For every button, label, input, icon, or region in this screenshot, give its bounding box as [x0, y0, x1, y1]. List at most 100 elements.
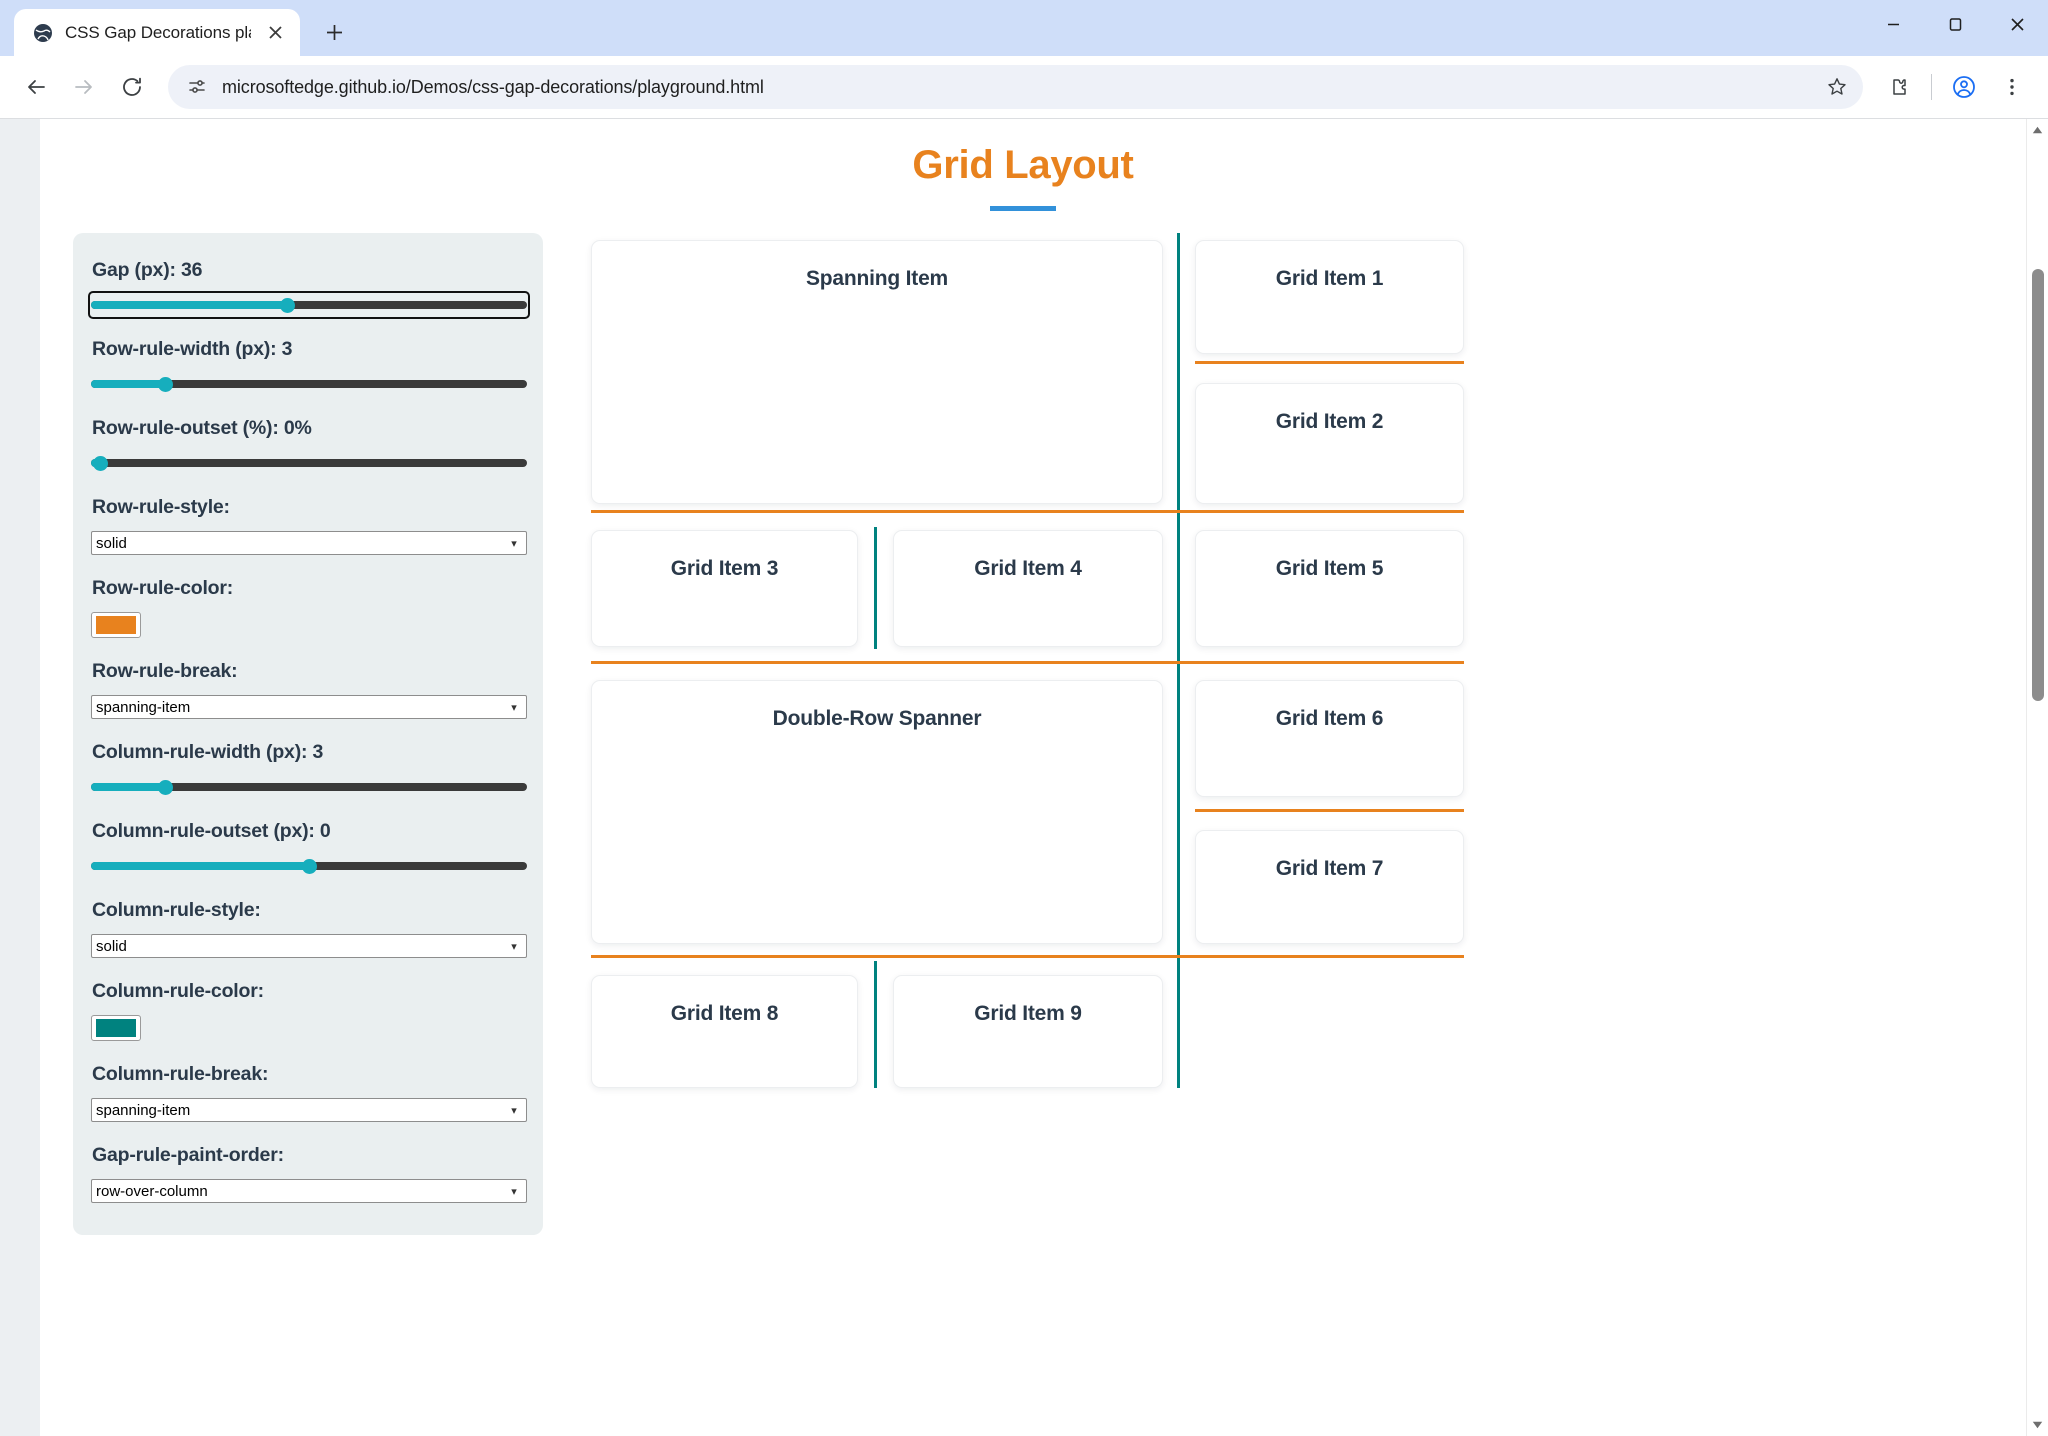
page-content: Gap (px): 36 Row-rule-width (px): 3	[40, 233, 2006, 1235]
column-rule-width-label: Column-rule-width (px): 3	[92, 741, 324, 763]
grid-item-5[interactable]: Grid Item 5	[1195, 530, 1464, 647]
close-icon[interactable]	[262, 20, 288, 46]
control-column-rule-break: Column-rule-break: spanning-item ▾	[91, 1063, 527, 1122]
select-value: solid	[96, 534, 127, 552]
gap-label: Gap (px): 36	[92, 259, 203, 281]
grid-demo: Spanning Item Grid Item 1 Grid Item 2 Gr…	[591, 233, 1481, 1088]
row-rule-style-select[interactable]: solid ▾	[91, 531, 527, 555]
control-column-rule-style: Column-rule-style: solid ▾	[91, 899, 527, 958]
gap-slider[interactable]	[88, 291, 530, 319]
star-icon[interactable]	[1819, 69, 1855, 105]
grid-item-8[interactable]: Grid Item 8	[591, 975, 858, 1088]
window-controls	[1862, 0, 2048, 56]
grid-item-6[interactable]: Grid Item 6	[1195, 680, 1464, 797]
control-gap-rule-paint-order: Gap-rule-paint-order: row-over-column ▾	[91, 1144, 527, 1203]
color-preview	[96, 1019, 136, 1037]
column-rule-outset-slider[interactable]	[91, 855, 527, 877]
forward-arrow-icon[interactable]	[62, 65, 106, 109]
chevron-down-icon: ▾	[511, 940, 517, 953]
slider-track	[91, 380, 527, 388]
minimize-icon[interactable]	[1862, 0, 1924, 48]
row-rule-full-1	[591, 510, 1464, 513]
grid-item-label: Grid Item 9	[974, 1002, 1082, 1025]
control-gap: Gap (px): 36	[88, 259, 530, 319]
select-value: spanning-item	[96, 1101, 191, 1119]
globe-icon	[32, 22, 54, 44]
reload-icon[interactable]	[110, 65, 154, 109]
chevron-down-icon: ▾	[511, 537, 517, 550]
column-rule-break-label: Column-rule-break:	[92, 1063, 269, 1085]
site-settings-icon[interactable]	[184, 74, 210, 100]
grid-item-7[interactable]: Grid Item 7	[1195, 830, 1464, 944]
grid-item-1[interactable]: Grid Item 1	[1195, 240, 1464, 354]
extensions-puzzle-icon[interactable]	[1877, 65, 1921, 109]
slider-fill	[91, 380, 166, 388]
chevron-down-icon: ▾	[511, 1185, 517, 1198]
scrollbar-track[interactable]	[2027, 141, 2048, 1414]
row-rule-width-slider[interactable]	[91, 373, 527, 395]
grid-item-label: Double-Row Spanner	[772, 707, 982, 730]
tab-strip: CSS Gap Decorations playgroun	[0, 0, 2048, 56]
row-rule-color-label: Row-rule-color:	[92, 577, 234, 599]
color-preview	[96, 616, 136, 634]
slider-thumb[interactable]	[302, 859, 317, 874]
control-row-rule-style: Row-rule-style: solid ▾	[91, 496, 527, 555]
web-page: Grid Layout Gap (px): 36 Row-rule-wi	[40, 119, 2006, 1436]
slider-thumb[interactable]	[158, 780, 174, 795]
grid-item-label: Grid Item 8	[670, 1002, 779, 1025]
back-arrow-icon[interactable]	[14, 65, 58, 109]
browser-toolbar: microsoftedge.github.io/Demos/css-gap-de…	[0, 56, 2048, 118]
grid-item-spanning[interactable]: Spanning Item	[591, 240, 1163, 504]
page-left-gutter	[0, 119, 40, 1436]
chevron-down-icon: ▾	[511, 701, 517, 714]
slider-thumb[interactable]	[92, 456, 108, 471]
grid-item-3[interactable]: Grid Item 3	[591, 530, 858, 647]
row-rule-break-label: Row-rule-break:	[92, 660, 238, 682]
row-rule-color-swatch[interactable]	[91, 612, 141, 638]
grid-item-label: Grid Item 3	[670, 557, 779, 580]
new-tab-button[interactable]	[314, 12, 354, 52]
control-column-rule-color: Column-rule-color:	[91, 980, 513, 1041]
grid-item-label: Grid Item 4	[974, 557, 1082, 580]
toolbar-divider	[1931, 74, 1932, 100]
row-rule-full-3	[591, 955, 1464, 958]
column-rule-color-swatch[interactable]	[91, 1015, 141, 1041]
kebab-menu-icon[interactable]	[1990, 65, 2034, 109]
grid-item-double-row-spanner[interactable]: Double-Row Spanner	[591, 680, 1163, 944]
gap-rule-paint-order-select[interactable]: row-over-column ▾	[91, 1179, 527, 1203]
row-rule-full-2	[591, 661, 1464, 664]
grid-item-label: Grid Item 6	[1275, 707, 1384, 730]
vertical-scrollbar[interactable]	[2026, 119, 2048, 1436]
control-row-rule-outset: Row-rule-outset (%): 0%	[91, 417, 527, 474]
profile-avatar-icon[interactable]	[1942, 65, 1986, 109]
window-close-icon[interactable]	[1986, 0, 2048, 48]
slider-thumb[interactable]	[280, 298, 296, 313]
column-rule-row2	[874, 527, 877, 649]
row-rule-right-2	[1195, 809, 1464, 812]
control-column-rule-outset: Column-rule-outset (px): 0	[91, 820, 527, 877]
grid-item-2[interactable]: Grid Item 2	[1195, 383, 1464, 504]
chevron-down-icon: ▾	[511, 1104, 517, 1117]
row-rule-break-select[interactable]: spanning-item ▾	[91, 695, 527, 719]
slider-thumb[interactable]	[158, 377, 174, 392]
column-rule-break-select[interactable]: spanning-item ▾	[91, 1098, 527, 1122]
grid-item-4[interactable]: Grid Item 4	[893, 530, 1163, 647]
controls-panel: Gap (px): 36 Row-rule-width (px): 3	[73, 233, 543, 1235]
grid-item-label: Grid Item 5	[1275, 557, 1384, 580]
column-rule-style-select[interactable]: solid ▾	[91, 934, 527, 958]
scroll-up-arrow-icon[interactable]	[2027, 119, 2048, 141]
address-bar[interactable]: microsoftedge.github.io/Demos/css-gap-de…	[168, 65, 1863, 109]
grid-item-label: Grid Item 7	[1275, 857, 1384, 880]
row-rule-outset-slider[interactable]	[91, 452, 527, 474]
slider-track	[91, 783, 527, 791]
maximize-icon[interactable]	[1924, 0, 1986, 48]
scrollbar-thumb[interactable]	[2031, 269, 2044, 701]
grid-item-label: Grid Item 2	[1275, 410, 1384, 433]
slider-fill	[91, 783, 166, 791]
row-rule-style-label: Row-rule-style:	[92, 496, 230, 518]
grid-item-9[interactable]: Grid Item 9	[893, 975, 1163, 1088]
column-rule-width-slider[interactable]	[91, 776, 527, 798]
browser-tab[interactable]: CSS Gap Decorations playgroun	[14, 9, 300, 56]
scroll-down-arrow-icon[interactable]	[2027, 1414, 2048, 1436]
column-rule-main	[1177, 233, 1180, 1088]
